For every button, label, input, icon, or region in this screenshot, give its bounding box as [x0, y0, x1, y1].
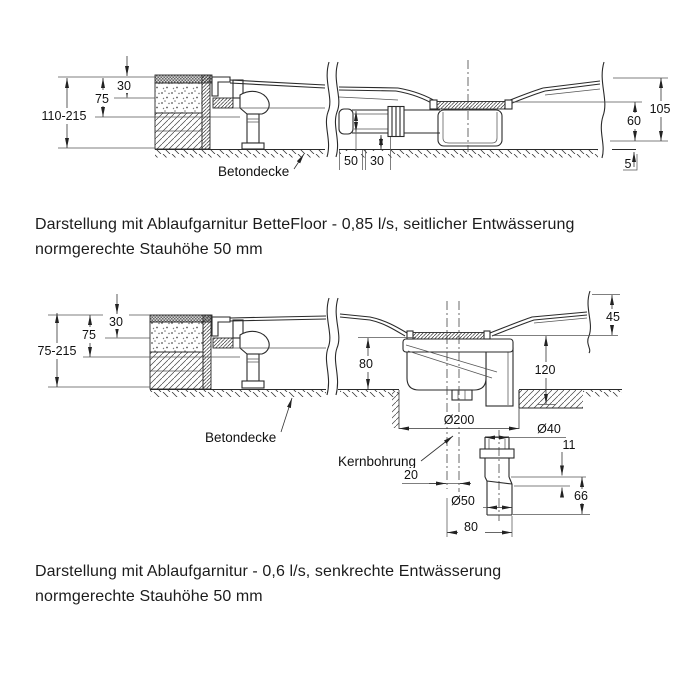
fig2-betondecke-label: Betondecke	[205, 397, 293, 445]
fig1-wall-section	[154, 74, 213, 150]
figure1-caption: Darstellung mit Ablaufgarnitur BetteFloo…	[35, 213, 665, 262]
mortar-bed	[212, 337, 234, 349]
screed-layer	[154, 82, 203, 114]
slab-section-right	[519, 390, 583, 408]
dim-label-pipe-diameter: Ø50	[451, 494, 475, 508]
vertical-outlet	[485, 347, 514, 407]
foot-plate	[241, 380, 265, 389]
support-leg	[246, 353, 260, 382]
fig1-tray-support	[211, 76, 270, 150]
fig2-break-lines	[325, 290, 591, 396]
dim-label-rim-to-waste: 45	[606, 310, 620, 324]
dim-label-base-gap: 5	[625, 157, 632, 171]
dim-label-top-layer: 30	[109, 315, 123, 329]
support-bracket	[239, 330, 270, 355]
kernbohrung-text: Kernbohrung	[338, 454, 416, 469]
fig2-drain-elbow-detail: Ø40 11 66 Ø50 20	[398, 422, 594, 537]
betondecke-text: Betondecke	[218, 164, 289, 179]
dim-label-elbow-height: 66	[574, 489, 588, 503]
dim-label-pipe-clearance: 30	[370, 154, 384, 168]
fig2-drain-dimensions: 45 80 120 Ø200	[353, 294, 626, 431]
dim-label-floor-structure: 75	[82, 328, 96, 342]
dim-label-build-height: 110-215	[42, 109, 87, 123]
dim-label-floor-structure: 75	[95, 92, 109, 106]
figure2-caption: Darstellung mit Ablaufgarnitur - 0,6 l/s…	[35, 560, 665, 609]
pipe-socket	[387, 105, 405, 138]
figure2-caption-line2: normgerechte Stauhöhe 50 mm	[35, 587, 263, 605]
figure1-drawing: 110-215 75 30 50 30	[36, 56, 676, 179]
figure2-drawing: 75-215 75 30 45 80 12	[33, 290, 626, 537]
trap-bowl	[406, 351, 487, 391]
dim-label-pipe-diameter: 50	[344, 154, 358, 168]
elbow-collar	[479, 448, 515, 459]
dim-label-waste-depth: 80	[359, 357, 373, 371]
fig1-break-lines	[325, 61, 606, 159]
cover-rim-left	[429, 99, 438, 110]
dim-label-build-height: 75-215	[38, 344, 77, 358]
elbow-dimensions: Ø40 11 66 Ø50 20	[398, 422, 594, 537]
dim-label-overall-height: 105	[650, 102, 671, 116]
fig1-betondecke-label: Betondecke	[218, 153, 305, 179]
drain-cover	[412, 332, 485, 340]
wall-profile	[211, 316, 231, 337]
dim-label-center-offset: 20	[404, 468, 418, 482]
trap-flange	[402, 338, 514, 353]
betondecke-text: Betondecke	[205, 430, 276, 445]
fig2-drain-trap	[402, 301, 514, 492]
dim-label-body-height: 60	[627, 114, 641, 128]
foot-plate	[241, 142, 265, 150]
figure2-caption-line1: Darstellung mit Ablaufgarnitur - 0,6 l/s…	[35, 563, 502, 580]
dim-label-outlet-depth: 120	[535, 363, 556, 377]
slab-face-left	[392, 392, 399, 428]
fig2-kernbohrung-label: Kernbohrung	[338, 435, 454, 469]
fig1-drain-trap	[338, 60, 513, 152]
edge-strip	[202, 314, 212, 390]
wall-profile	[211, 76, 231, 97]
fig2-concrete-floor	[150, 388, 622, 429]
fig1-left-dimensions: 110-215 75 30	[36, 56, 240, 149]
fig1-pipe-dimensions: 50 30	[339, 111, 391, 170]
fig2-tray-support	[211, 316, 270, 389]
edge-strip	[201, 74, 211, 150]
figure1-caption-line2: normgerechte Stauhöhe 50 mm	[35, 240, 263, 258]
dim-label-top-layer: 30	[117, 79, 131, 93]
insulation-layer	[149, 351, 204, 390]
screed-layer	[149, 321, 204, 353]
fig1-concrete-floor	[155, 148, 636, 158]
trap-body	[437, 109, 503, 147]
dim-label-offset-step: 11	[563, 438, 576, 452]
bracket-upright	[232, 319, 244, 339]
fig2-left-dimensions: 75-215 75 30	[33, 294, 240, 388]
fig1-shower-tray	[229, 79, 601, 109]
support-leg	[246, 113, 260, 144]
drain-cover	[436, 101, 506, 110]
support-bracket	[239, 90, 270, 115]
dim-label-elbow-length: 80	[464, 520, 478, 534]
fig2-wall-section	[149, 314, 213, 390]
dim-label-outlet-diameter: Ø40	[537, 422, 561, 436]
pipe-end	[338, 108, 354, 135]
trap-spout	[451, 389, 473, 401]
dim-label-core-hole-diameter: Ø200	[444, 413, 475, 427]
fig1-right-dimensions: 105 60 5	[512, 77, 676, 171]
cover-rim-right	[504, 99, 513, 110]
mortar-bed	[212, 97, 234, 109]
cover-rim-right	[483, 330, 491, 340]
fig2-shower-tray	[229, 311, 588, 349]
figure1-caption-line1: Darstellung mit Ablaufgarnitur BetteFloo…	[35, 216, 575, 233]
